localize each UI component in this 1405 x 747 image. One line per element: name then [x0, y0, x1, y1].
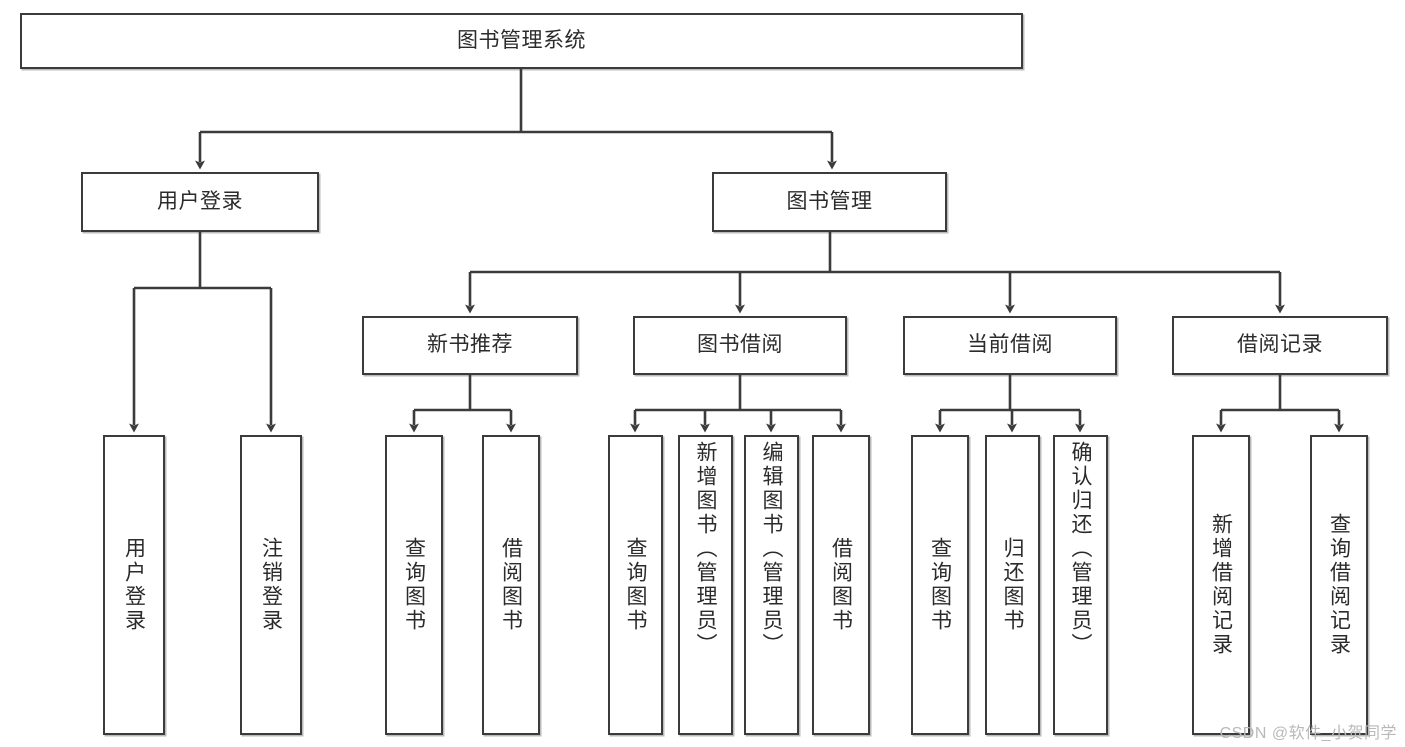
leaf-add-book-admin-label: 新增图书（管理员）	[694, 441, 717, 657]
node-root-label: 图书管理系统	[457, 28, 586, 52]
leaf-query-borrow-record[interactable]: 查询借阅记录	[1310, 435, 1368, 735]
leaf-query-book-current[interactable]: 查询图书	[911, 435, 969, 735]
node-current-borrow-label: 当前借阅	[967, 333, 1053, 357]
node-book-management-label: 图书管理	[786, 189, 873, 213]
leaf-borrow-book[interactable]: 借阅图书	[812, 435, 870, 735]
node-current-borrow[interactable]: 当前借阅	[903, 316, 1117, 375]
node-borrow-record[interactable]: 借阅记录	[1172, 316, 1388, 375]
leaf-borrow-book-recommend[interactable]: 借阅图书	[482, 435, 540, 735]
leaf-query-book-borrow[interactable]: 查询图书	[608, 435, 663, 735]
leaf-confirm-return-admin-label: 确认归还（管理员）	[1069, 441, 1092, 657]
leaf-query-book-recommend[interactable]: 查询图书	[385, 435, 443, 735]
node-user-login-label: 用户登录	[157, 189, 243, 213]
leaf-logout-login-label: 注销登录	[259, 537, 283, 633]
leaf-add-borrow-record-label: 新增借阅记录	[1209, 513, 1233, 657]
leaf-query-book-recommend-label: 查询图书	[402, 537, 426, 633]
node-book-management[interactable]: 图书管理	[712, 172, 947, 232]
node-new-book-recommend[interactable]: 新书推荐	[362, 316, 578, 375]
node-book-borrow-label: 图书借阅	[697, 333, 783, 357]
leaf-user-login[interactable]: 用户登录	[103, 435, 165, 735]
leaf-return-book-label: 归还图书	[1001, 537, 1024, 633]
leaf-query-book-current-label: 查询图书	[928, 537, 952, 633]
leaf-edit-book-admin[interactable]: 编辑图书（管理员）	[744, 435, 799, 735]
node-user-login[interactable]: 用户登录	[81, 172, 319, 232]
node-new-book-recommend-label: 新书推荐	[427, 333, 513, 357]
leaf-logout-login[interactable]: 注销登录	[240, 435, 302, 735]
node-borrow-record-label: 借阅记录	[1237, 333, 1323, 357]
leaf-query-book-borrow-label: 查询图书	[624, 537, 647, 633]
leaf-query-borrow-record-label: 查询借阅记录	[1327, 513, 1351, 657]
leaf-edit-book-admin-label: 编辑图书（管理员）	[760, 441, 783, 657]
node-book-borrow[interactable]: 图书借阅	[633, 316, 847, 375]
leaf-borrow-book-recommend-label: 借阅图书	[499, 537, 523, 633]
leaf-confirm-return-admin[interactable]: 确认归还（管理员）	[1053, 435, 1108, 735]
leaf-borrow-book-label: 借阅图书	[829, 537, 853, 633]
leaf-add-book-admin[interactable]: 新增图书（管理员）	[678, 435, 733, 735]
node-root[interactable]: 图书管理系统	[20, 13, 1023, 69]
leaf-user-login-label: 用户登录	[122, 537, 146, 633]
leaf-return-book[interactable]: 归还图书	[985, 435, 1040, 735]
leaf-add-borrow-record[interactable]: 新增借阅记录	[1192, 435, 1250, 735]
